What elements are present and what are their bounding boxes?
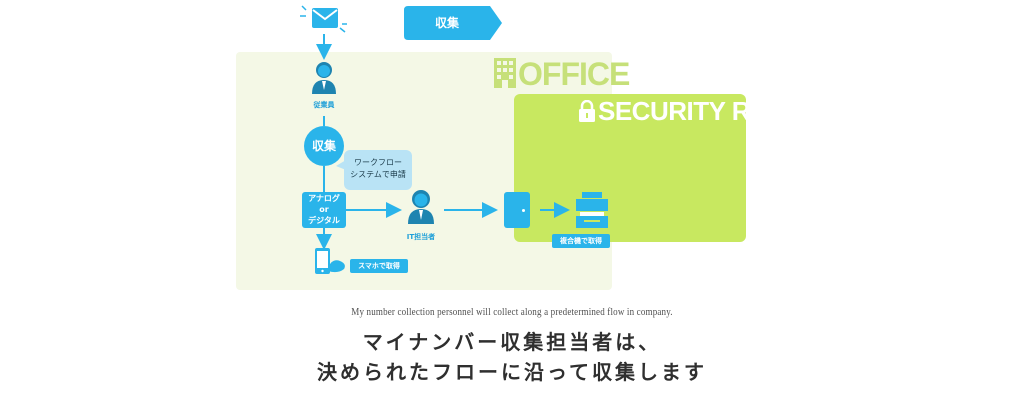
collect-tag-shape [404, 6, 502, 40]
workflow-bubble: ワークフロー システムで申請 [344, 150, 412, 190]
analog-or-digital-node: アナログ or デジタル [302, 192, 346, 228]
it-staff-label: IT担当者 [406, 233, 436, 241]
smartphone-icon [315, 248, 345, 274]
security-room-title: SECURITY ROOM [598, 96, 811, 126]
employee-label: 従業員 [313, 101, 335, 109]
it-staff-person-icon [408, 190, 434, 224]
japanese-caption-line1: マイナンバー収集担当者は、 [362, 330, 662, 354]
bubble-tail [336, 160, 346, 170]
security-room-area [514, 94, 746, 242]
envelope-icon [312, 8, 338, 28]
building-icon [494, 58, 516, 88]
analog-line3: デジタル [308, 216, 340, 225]
workflow-line2: システムで申請 [350, 170, 406, 179]
smartphone-label: スマホで取得 [350, 259, 408, 273]
japanese-caption-line2: 決められたフローに沿って収集します [317, 360, 707, 384]
printer-icon [576, 192, 608, 228]
workflow-line1: ワークフロー [354, 158, 402, 167]
door-icon [504, 192, 530, 228]
collect-tag-label: 収集 [434, 16, 459, 30]
office-title: OFFICE [518, 56, 630, 92]
lock-icon [579, 100, 595, 122]
english-caption: My number collection personnel will coll… [351, 306, 673, 318]
analog-line2: or [319, 205, 329, 214]
collect-node: 収集 [304, 126, 344, 166]
employee-person-icon [312, 62, 336, 94]
analog-line1: アナログ [308, 194, 340, 203]
door-knob [522, 209, 525, 212]
mfp-label: 複合機で取得 [552, 234, 610, 248]
